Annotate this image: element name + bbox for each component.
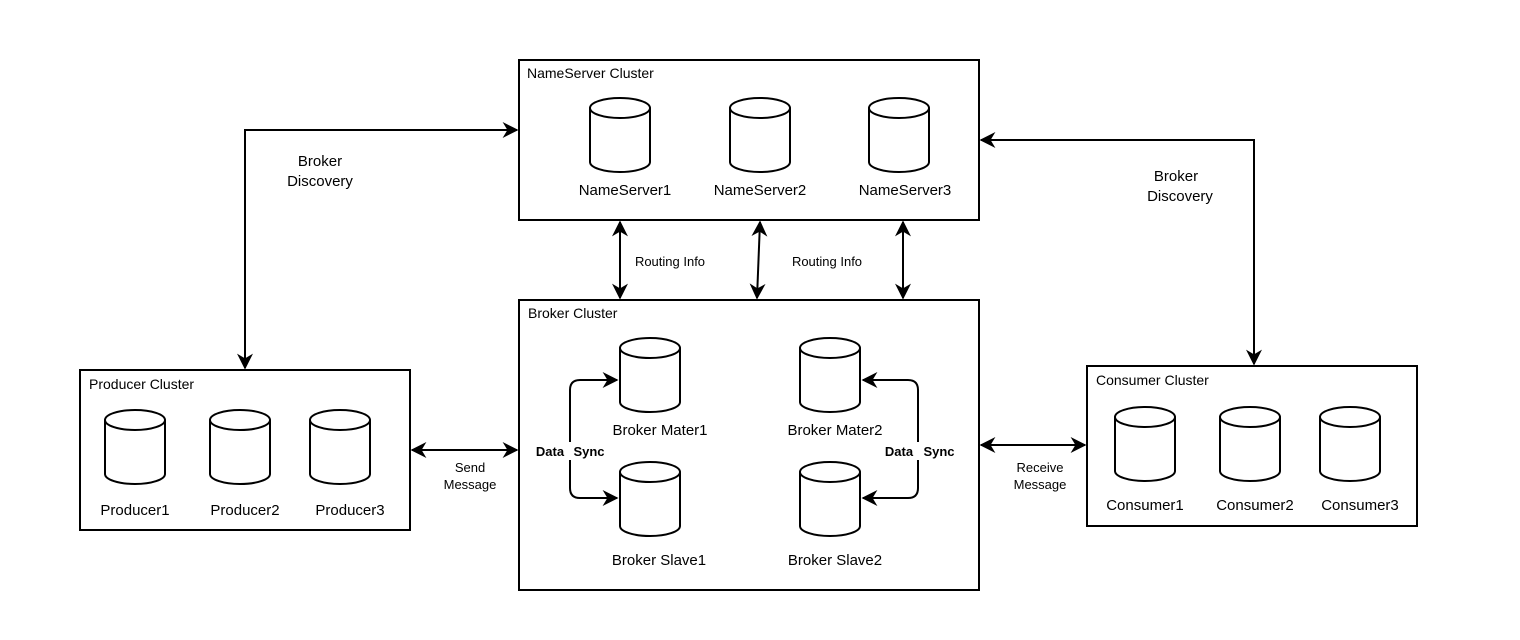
- broker-cluster-title: Broker Cluster: [528, 305, 618, 321]
- routing-info-label-2: Routing Info: [792, 254, 862, 269]
- producer-cluster-title: Producer Cluster: [89, 376, 194, 392]
- receive-message-line2: Message: [1014, 477, 1067, 492]
- data-sync-left-edge: [569, 372, 619, 506]
- consumer1-cylinder: [1114, 406, 1176, 482]
- nameserver3-cylinder: [868, 97, 930, 173]
- data-sync-right-word1: Data: [885, 444, 914, 459]
- producer2-label: Producer2: [210, 502, 279, 519]
- nameserver-cluster-title: NameServer Cluster: [527, 65, 654, 81]
- broker-discovery-right-line1: Broker: [1154, 168, 1198, 185]
- broker-discovery-left-line1: Broker: [298, 153, 342, 170]
- consumer3-label: Consumer3: [1321, 497, 1399, 514]
- data-sync-left-word2: Sync: [573, 444, 604, 459]
- send-message-line2: Message: [444, 477, 497, 492]
- broker-slave1-cylinder: [619, 461, 681, 537]
- nameserver2-label: NameServer2: [714, 182, 807, 199]
- nameserver2-cylinder: [729, 97, 791, 173]
- broker-discovery-left-line2: Discovery: [287, 173, 353, 190]
- producer3-label: Producer3: [315, 502, 384, 519]
- broker-master2-label: Broker Mater2: [787, 422, 882, 439]
- nameserver3-label: NameServer3: [859, 182, 952, 199]
- receive-message-line1: Receive: [1017, 460, 1064, 475]
- data-sync-left-label-bg: [532, 442, 608, 460]
- consumer-cluster-title: Consumer Cluster: [1096, 372, 1209, 388]
- consumer1-label: Consumer1: [1106, 497, 1184, 514]
- producer1-cylinder: [104, 409, 166, 485]
- broker-slave2-cylinder: [799, 461, 861, 537]
- data-sync-left-word1: Data: [536, 444, 565, 459]
- consumer2-label: Consumer2: [1216, 497, 1294, 514]
- broker-master1-label: Broker Mater1: [612, 422, 707, 439]
- producer3-cylinder: [309, 409, 371, 485]
- consumer2-cylinder: [1219, 406, 1281, 482]
- data-sync-right-label-bg: [882, 442, 958, 460]
- broker-slave1-label: Broker Slave1: [612, 552, 706, 569]
- broker-slave2-label: Broker Slave2: [788, 552, 882, 569]
- broker-master1-cylinder: [619, 337, 681, 413]
- broker-discovery-right-line2: Discovery: [1147, 188, 1213, 205]
- routing-info-label-1: Routing Info: [635, 254, 705, 269]
- producer2-cylinder: [209, 409, 271, 485]
- producer-nameserver-edge: [237, 122, 519, 370]
- consumer3-cylinder: [1319, 406, 1381, 482]
- nameserver1-label: NameServer1: [579, 182, 672, 199]
- nameserver1-cylinder: [589, 97, 651, 173]
- routing-edge-2: [749, 220, 768, 300]
- producer1-label: Producer1: [100, 502, 169, 519]
- data-sync-right-edge: [861, 372, 919, 506]
- consumer-nameserver-edge: [979, 132, 1262, 366]
- send-message-line1: Send: [455, 460, 485, 475]
- broker-master2-cylinder: [799, 337, 861, 413]
- data-sync-right-word2: Sync: [923, 444, 954, 459]
